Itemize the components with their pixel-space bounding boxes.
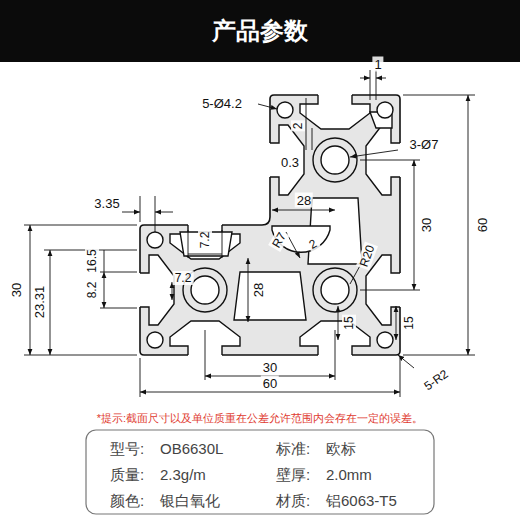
table-cell: 壁厚: (274, 466, 312, 483)
table-cell: OB6630L (158, 440, 225, 457)
table-cell: 2.0mm (324, 466, 374, 483)
hole-callout: 5-Ø4.2 (200, 96, 244, 111)
dimension: 7.2 (198, 230, 212, 251)
table-cell: 铝6063-T5 (324, 492, 399, 509)
dimension: 15 (342, 314, 356, 331)
dimension: 30 (261, 360, 279, 375)
dimension: 30 (9, 281, 24, 299)
table-cell: 型号: (108, 440, 146, 457)
title-bar (0, 0, 520, 62)
dimension-lines (24, 70, 475, 397)
dimension: 15 (402, 314, 416, 331)
radius-callout: 5-R2 (420, 366, 453, 395)
t-slots (137, 92, 403, 358)
hole-callout: 3-Ø7 (408, 137, 441, 152)
leader-lines (258, 104, 414, 368)
dimension: 28 (251, 281, 266, 299)
table-cell: 欧标 (324, 440, 358, 457)
table-cell: 颜色: (108, 492, 146, 509)
dimension: 2 (291, 121, 305, 132)
dimension: 7.2 (173, 271, 194, 285)
spec-table (86, 430, 434, 514)
t-slot (300, 92, 370, 129)
cavities (180, 112, 392, 320)
dimension: 0.3 (279, 155, 301, 170)
t-slot (137, 255, 174, 325)
dimension: 28 (295, 193, 313, 208)
dimension: 8.2 (85, 280, 99, 301)
t-slot (170, 222, 240, 259)
dimension: 1 (372, 57, 383, 72)
dimension: 23.31 (32, 284, 47, 321)
holes (147, 102, 393, 348)
profile-outline (140, 95, 400, 355)
page-title: 产品参数 (212, 19, 308, 43)
table-cell: 银白氧化 (158, 492, 222, 509)
t-slot (267, 125, 304, 195)
dimension: 3.35 (92, 196, 121, 211)
table-cell: 材质: (274, 492, 312, 509)
table-cell: 标准: (274, 440, 312, 457)
dimension: 30 (419, 216, 434, 234)
dimension: 60 (261, 376, 279, 391)
note: *提示:截面尺寸以及单位质重在公差允许范围内会存在一定的误差。 (95, 412, 425, 425)
table-cell: 质量: (108, 466, 146, 483)
dimension: 60 (475, 216, 490, 234)
table-cell: 2.3g/m (158, 466, 208, 483)
dimension: 16.5 (85, 247, 99, 274)
